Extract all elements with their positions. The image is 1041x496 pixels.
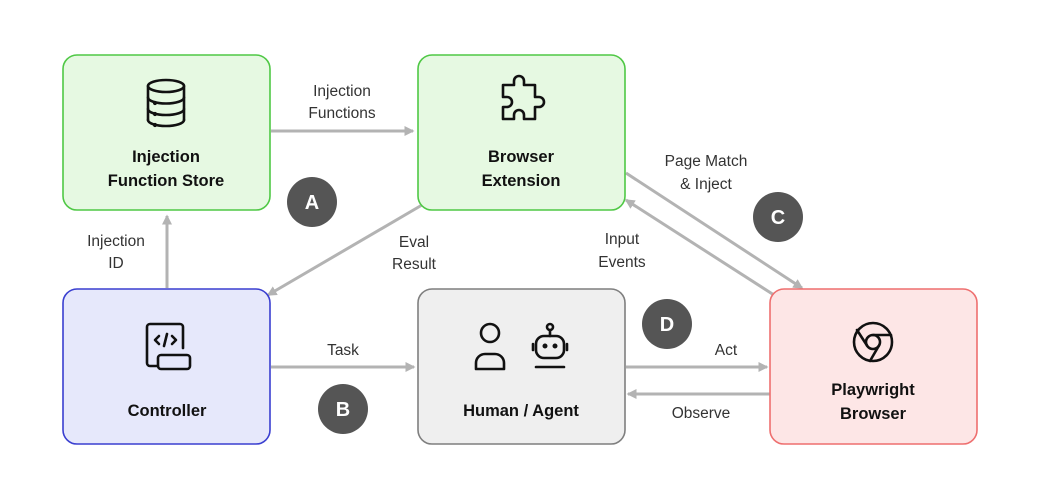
- edge-label-injection-functions-2: Functions: [308, 105, 375, 122]
- arrow-eval-result: [266, 203, 423, 297]
- node-box: [62, 54, 271, 211]
- node-controller: Controller: [62, 288, 271, 445]
- person-icon: [474, 322, 506, 371]
- arrow-page-match-inject: [625, 171, 804, 290]
- chrome-icon: [852, 321, 894, 363]
- node-title: Human / Agent: [463, 402, 579, 420]
- edge-label-eval-result-1: Eval: [399, 234, 429, 251]
- node-box: [417, 54, 626, 211]
- node-box: [62, 288, 271, 445]
- node-injection-function-store: Injection Function Store: [62, 54, 271, 211]
- node-browser-extension: Browser Extension: [417, 54, 626, 211]
- edge-label-task: Task: [327, 342, 359, 359]
- edge-label-injection-functions-1: Injection: [313, 83, 371, 100]
- edge-label-injection-id-2: ID: [108, 255, 124, 272]
- edge-label-input-events-2: Events: [598, 254, 646, 271]
- edge-label-eval-result-2: Result: [392, 256, 437, 273]
- badge-b: B: [318, 384, 368, 434]
- node-title-line1: Injection: [132, 148, 200, 166]
- badge-c-label: C: [771, 207, 785, 229]
- puzzle-icon: [501, 74, 546, 121]
- node-title-line2: Browser: [840, 405, 907, 423]
- badge-b-label: B: [336, 399, 350, 421]
- badge-a: A: [287, 177, 337, 227]
- node-box: [769, 288, 978, 445]
- node-human-agent: Human / Agent: [417, 288, 626, 445]
- edge-label-page-match-1: Page Match: [665, 153, 748, 170]
- node-title: Controller: [128, 402, 207, 420]
- edge-label-input-events-1: Input: [605, 231, 640, 248]
- database-icon: [146, 78, 186, 128]
- node-title-line2: Extension: [482, 172, 561, 190]
- badge-d: D: [642, 299, 692, 349]
- edge-label-injection-id-1: Injection: [87, 233, 145, 250]
- badge-c: C: [753, 192, 803, 242]
- node-playwright-browser: Playwright Browser: [769, 288, 978, 445]
- badge-d-label: D: [660, 314, 674, 336]
- node-title-line2: Function Store: [108, 172, 224, 190]
- badge-a-label: A: [305, 192, 319, 214]
- node-title-line1: Browser: [488, 148, 555, 166]
- node-box: [417, 288, 626, 445]
- node-title-line1: Playwright: [831, 381, 915, 399]
- edge-label-page-match-2: & Inject: [680, 176, 732, 193]
- edge-label-observe: Observe: [672, 405, 731, 422]
- edge-label-act: Act: [715, 342, 738, 359]
- robot-icon: [531, 322, 569, 369]
- arrow-input-events: [624, 198, 775, 297]
- code-file-icon: [145, 322, 192, 371]
